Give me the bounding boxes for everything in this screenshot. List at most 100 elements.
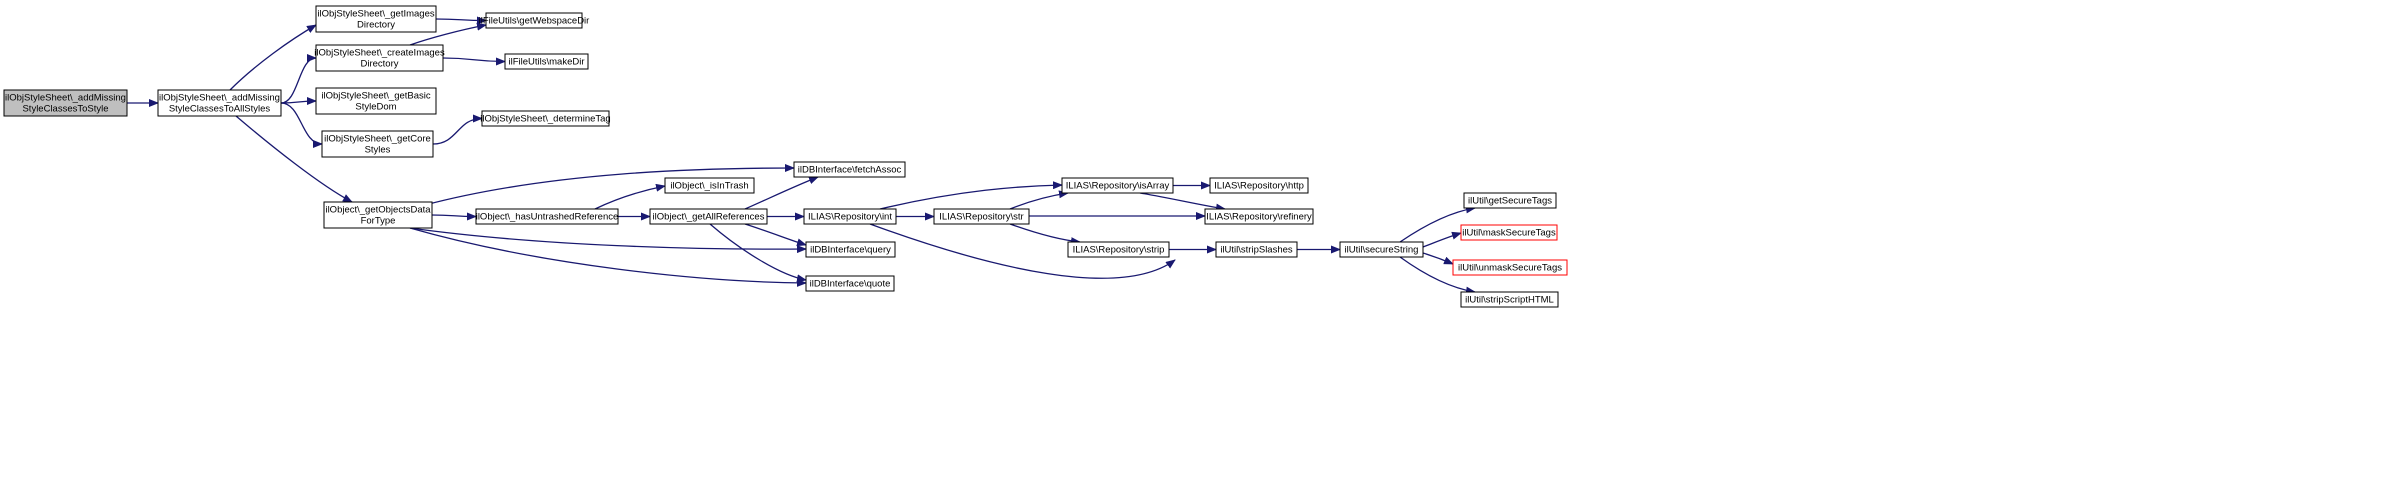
node-strip-script-html[interactable]: ilUtil\stripScriptHTML	[1460, 291, 1559, 308]
node-label-line: ilObjStyleSheet\_addMissing	[5, 93, 126, 104]
node-label-line: ilObjStyleSheet\_getImages	[317, 9, 434, 20]
edges-layer	[127, 16, 1476, 295]
node-label-line: ForType	[361, 216, 396, 227]
node-unmask-secure-tags[interactable]: ilUtil\unmaskSecureTags	[1452, 259, 1568, 276]
node-repo-strip[interactable]: ILIAS\Repository\strip	[1067, 241, 1170, 258]
edge-secure-string-to-unmask-secure-tags	[1422, 252, 1454, 265]
node-label-line: ilDBInterface\query	[810, 245, 891, 256]
node-label-line: Styles	[365, 145, 391, 156]
edge-get-all-references-to-query	[744, 223, 807, 247]
node-label-line: ilObjStyleSheet\_getCore	[324, 134, 431, 145]
edge-get-objects-data-for-type-to-fetch-assoc	[424, 164, 795, 206]
node-box	[1215, 241, 1298, 258]
node-box	[933, 208, 1030, 225]
node-get-webspace-dir[interactable]: ilFileUtils\getWebspaceDir	[479, 12, 590, 29]
node-label-line: ilUtil\stripSlashes	[1220, 245, 1293, 256]
node-secure-string[interactable]: ilUtil\secureString	[1339, 241, 1424, 258]
edge-get-all-references-to-quote	[709, 223, 807, 283]
node-label-line: ilUtil\unmaskSecureTags	[1458, 263, 1562, 274]
node-quote[interactable]: ilDBInterface\quote	[805, 275, 895, 292]
node-label-line: ilObjStyleSheet\_addMissing	[159, 93, 280, 104]
node-label-line: StyleClassesToAllStyles	[169, 104, 271, 115]
edge-get-objects-data-for-type-to-query	[409, 227, 807, 254]
edge-create-images-directory-to-make-dir	[442, 57, 506, 66]
node-label-line: ILIAS\Repository\isArray	[1066, 181, 1170, 192]
node-repo-refinery[interactable]: ILIAS\Repository\refinery	[1204, 208, 1314, 225]
node-mask-secure-tags[interactable]: ilUtil\maskSecureTags	[1460, 224, 1558, 241]
node-box	[475, 208, 619, 225]
node-get-secure-tags[interactable]: ilUtil\getSecureTags	[1463, 192, 1557, 209]
edge-secure-string-to-mask-secure-tags	[1422, 231, 1462, 248]
node-box	[485, 12, 583, 29]
edge-get-images-directory-to-get-webspace-dir	[435, 16, 487, 25]
node-box	[649, 208, 768, 225]
node-label-line: ilObject\_getAllReferences	[653, 212, 765, 223]
node-box	[793, 161, 906, 178]
edge-repo-int-to-repo-is-array	[879, 181, 1063, 210]
node-label-line: Directory	[357, 20, 395, 31]
edge-create-images-directory-to-get-webspace-dir	[409, 22, 487, 46]
edge-repo-int-to-repo-refinery	[869, 223, 1176, 279]
node-label-line: ilFileUtils\makeDir	[508, 57, 584, 68]
node-label-line: ilObject\_getObjectsData	[325, 205, 431, 216]
node-strip-slashes[interactable]: ilUtil\stripSlashes	[1215, 241, 1298, 258]
node-box	[1452, 259, 1568, 276]
node-box	[157, 89, 282, 117]
node-label-line: Directory	[360, 59, 398, 70]
node-label-line: ILIAS\Repository\str	[939, 212, 1023, 223]
node-label-line: ILIAS\Repository\int	[808, 212, 892, 223]
nodes-layer: ilObjStyleSheet\_addMissingStyleClassesT…	[3, 5, 1568, 308]
node-label-line: ilFileUtils\getWebspaceDir	[479, 16, 590, 27]
node-box	[803, 208, 897, 225]
node-box	[1209, 177, 1309, 194]
node-label-line: StyleDom	[355, 102, 396, 113]
edge-repo-str-to-repo-is-array	[1009, 190, 1069, 210]
node-has-untrashed-reference[interactable]: ilObject\_hasUntrashedReference	[475, 208, 619, 225]
node-label-line: StyleClassesToStyle	[22, 104, 108, 115]
node-repo-int[interactable]: ILIAS\Repository\int	[803, 208, 897, 225]
node-repo-str[interactable]: ILIAS\Repository\str	[933, 208, 1030, 225]
node-label-line: ilObject\_hasUntrashedReference	[476, 212, 619, 223]
node-label-line: ilObjStyleSheet\_createImages	[314, 48, 445, 59]
node-determine-tag[interactable]: ilObjStyleSheet\_determineTag	[480, 110, 611, 127]
node-box	[1204, 208, 1314, 225]
node-box	[3, 89, 128, 117]
node-make-dir[interactable]: ilFileUtils\makeDir	[504, 53, 589, 70]
node-repo-http[interactable]: ILIAS\Repository\http	[1209, 177, 1309, 194]
node-fetch-assoc[interactable]: ilDBInterface\fetchAssoc	[793, 161, 906, 178]
node-box	[481, 110, 610, 127]
node-box	[1061, 177, 1174, 194]
edge-add-missing-style-classes-to-all-styles-to-create-images-directory	[280, 54, 317, 104]
node-label-line: ILIAS\Repository\strip	[1073, 245, 1165, 256]
node-get-all-references[interactable]: ilObject\_getAllReferences	[649, 208, 768, 225]
edge-has-untrashed-reference-to-is-in-trash	[594, 183, 666, 210]
node-label-line: ilDBInterface\quote	[810, 279, 891, 290]
node-box	[504, 53, 589, 70]
edge-add-missing-style-classes-to-all-styles-to-get-objects-data-for-type	[235, 115, 353, 203]
node-box	[1460, 291, 1559, 308]
node-label-line: ILIAS\Repository\http	[1214, 181, 1304, 192]
node-add-missing-style-classes-to-all-styles[interactable]: ilObjStyleSheet\_addMissingStyleClassesT…	[157, 89, 282, 117]
node-is-in-trash[interactable]: ilObject\_isInTrash	[664, 177, 755, 194]
node-box	[1463, 192, 1557, 209]
node-label-line: ilUtil\maskSecureTags	[1462, 228, 1556, 239]
node-box	[1460, 224, 1558, 241]
node-label-line: ilUtil\secureString	[1345, 245, 1419, 256]
edge-get-core-styles-to-determine-tag	[432, 114, 483, 145]
node-box	[805, 241, 896, 258]
edge-get-objects-data-for-type-to-has-untrashed-reference	[431, 212, 477, 221]
node-query[interactable]: ilDBInterface\query	[805, 241, 896, 258]
node-label-line: ilUtil\getSecureTags	[1468, 196, 1552, 207]
node-box	[315, 87, 437, 115]
node-box	[315, 44, 444, 72]
edge-secure-string-to-strip-script-html	[1399, 256, 1476, 295]
node-repo-is-array[interactable]: ILIAS\Repository\isArray	[1061, 177, 1174, 194]
node-box	[1067, 241, 1170, 258]
node-add-missing-style-classes-to-style: ilObjStyleSheet\_addMissingStyleClassesT…	[3, 89, 128, 117]
